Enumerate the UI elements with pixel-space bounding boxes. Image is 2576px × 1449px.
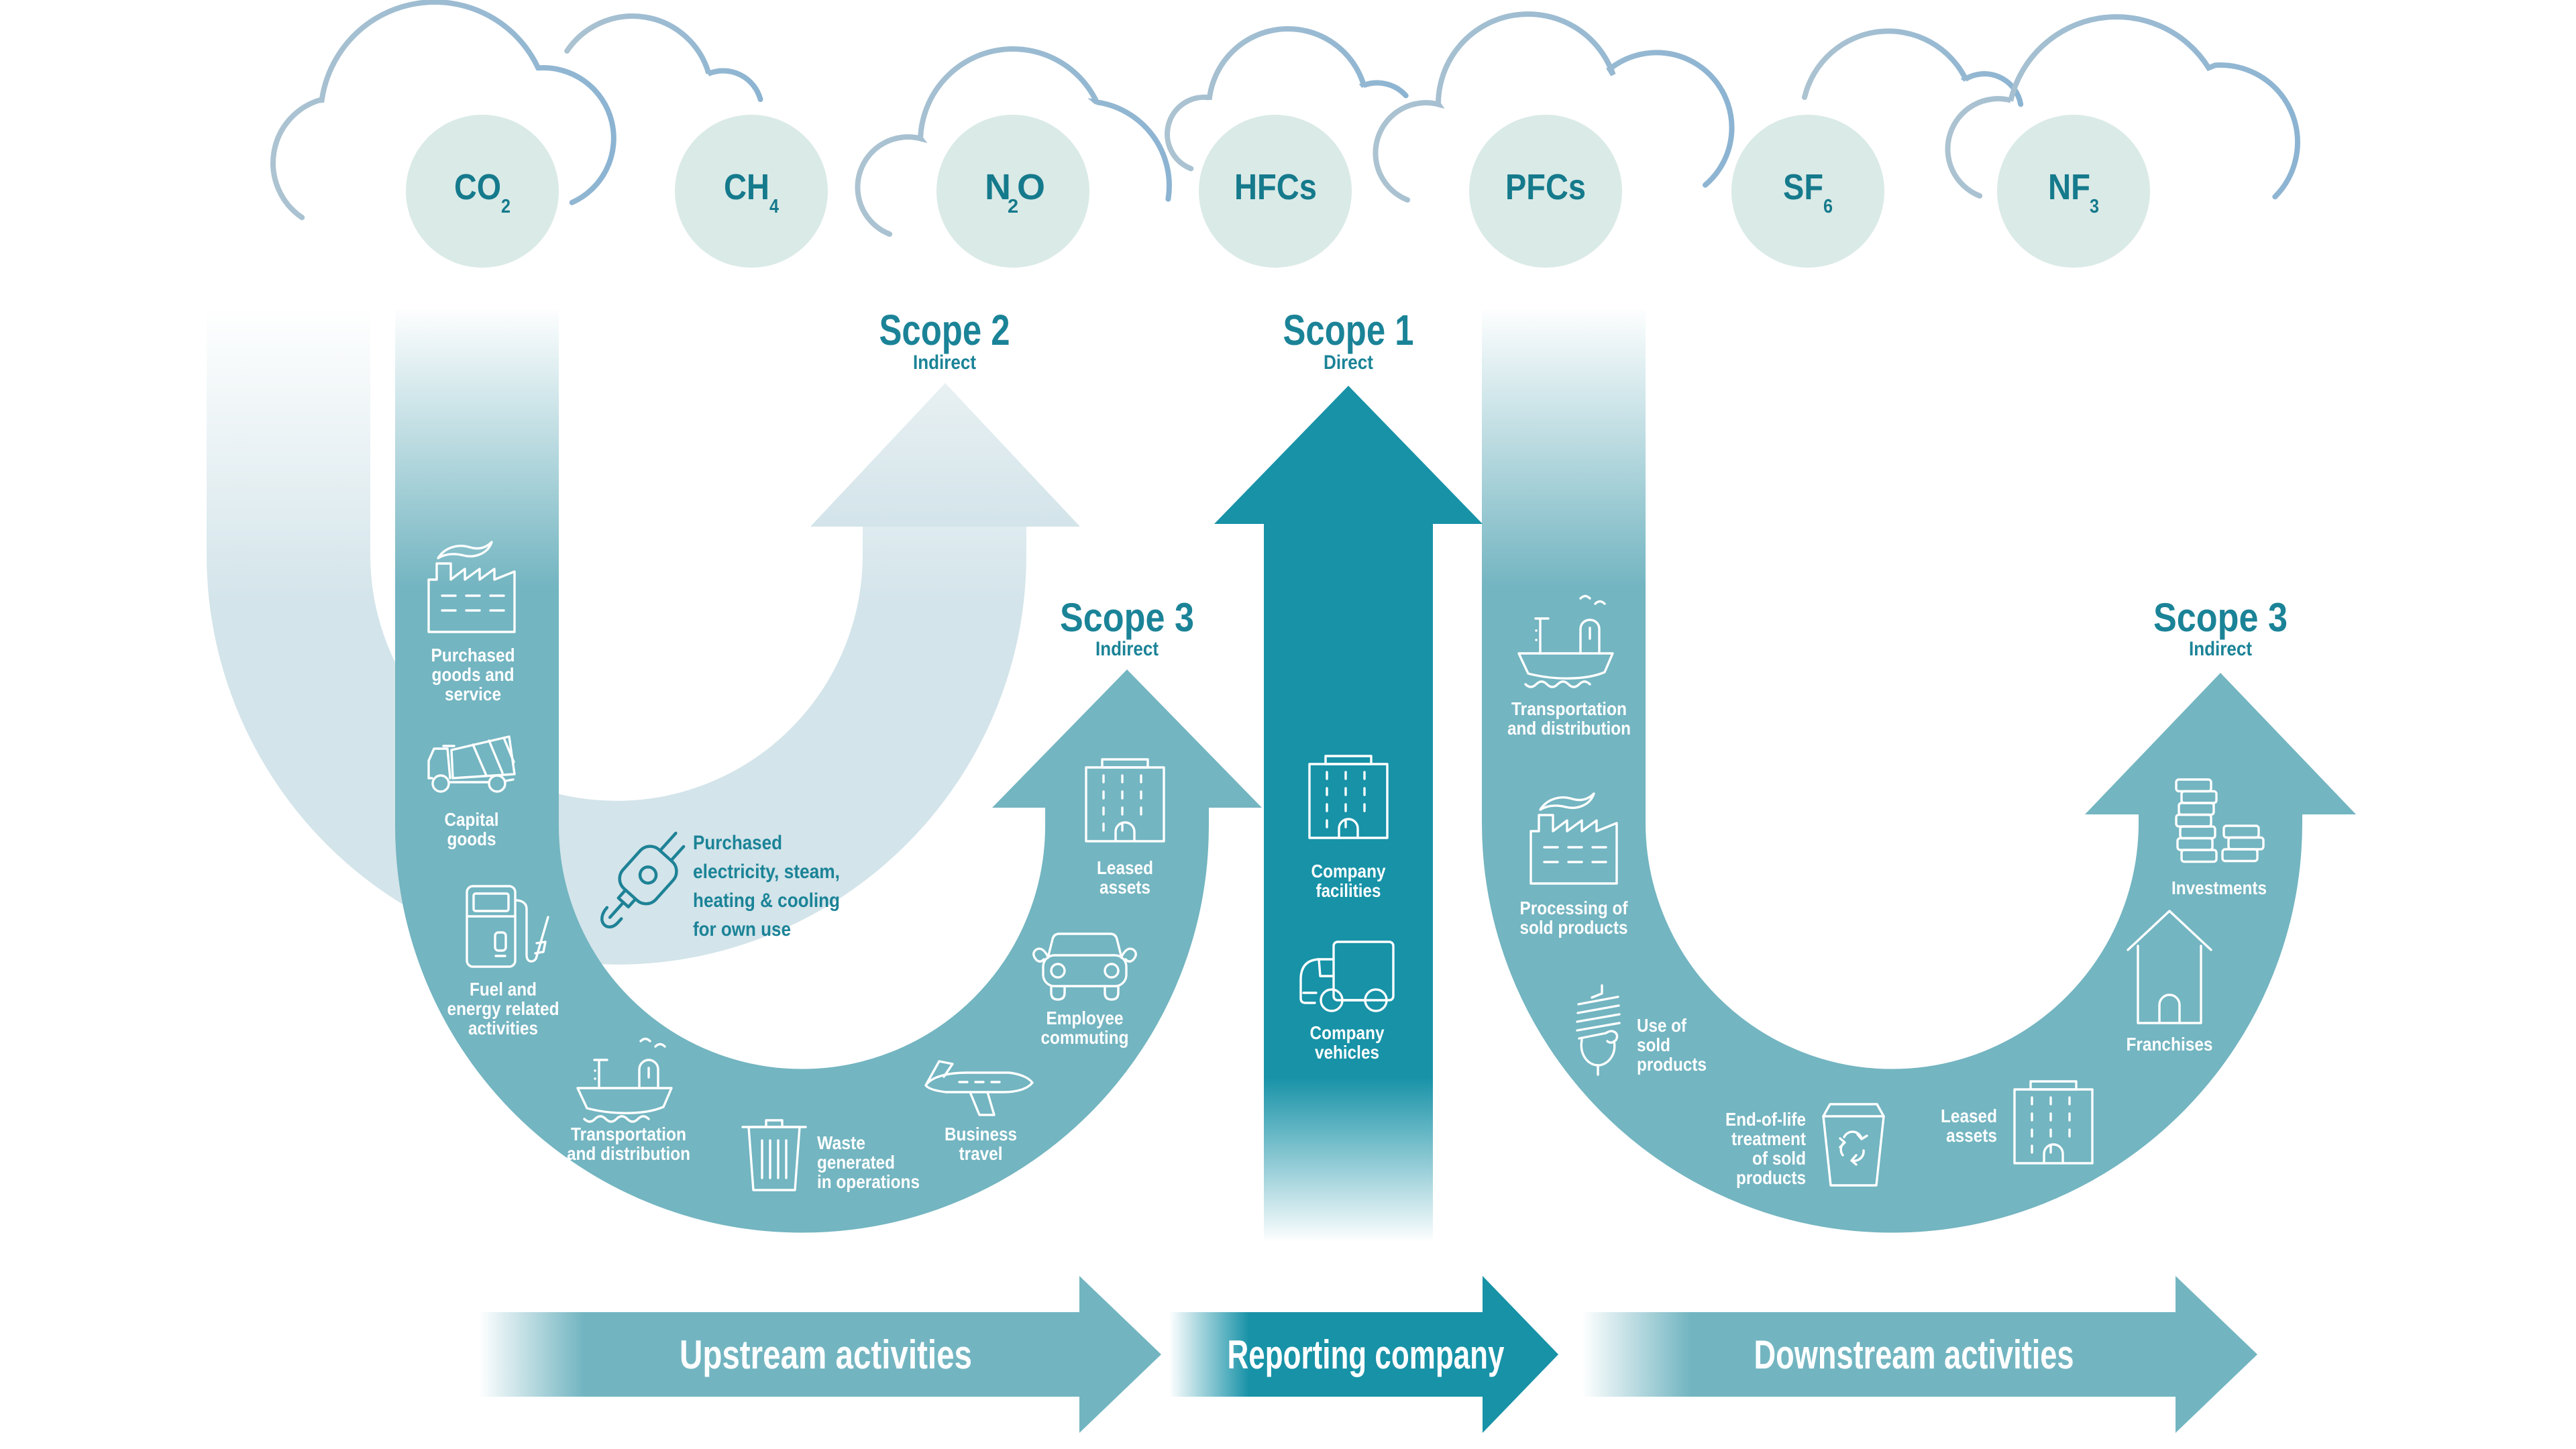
svg-text:End-of-life: End-of-life (1725, 1109, 1806, 1130)
svg-text:Franchises: Franchises (2127, 1034, 2213, 1055)
svg-text:energy related: energy related (447, 998, 559, 1019)
svg-text:Transportation: Transportation (1511, 698, 1627, 719)
svg-text:activities: activities (468, 1018, 538, 1038)
svg-text:Scope 3: Scope 3 (1060, 595, 1194, 640)
svg-text:CO: CO (454, 167, 501, 207)
svg-text:commuting: commuting (1041, 1027, 1129, 1048)
svg-text:facilities: facilities (1316, 880, 1381, 901)
svg-text:and distribution: and distribution (1507, 718, 1631, 739)
svg-text:Upstream activities: Upstream activities (680, 1332, 972, 1377)
svg-text:Downstream activities: Downstream activities (1754, 1332, 2074, 1377)
svg-text:and distribution: and distribution (567, 1143, 690, 1164)
svg-text:generated: generated (817, 1152, 895, 1173)
svg-text:Use of: Use of (1637, 1015, 1687, 1036)
svg-text:4: 4 (769, 196, 779, 217)
svg-text:3: 3 (2090, 196, 2099, 217)
svg-text:service: service (445, 684, 501, 704)
svg-text:in operations: in operations (817, 1171, 920, 1192)
svg-text:Leased: Leased (1097, 857, 1153, 878)
svg-text:2: 2 (501, 196, 511, 217)
svg-text:of sold: of sold (1752, 1148, 1806, 1169)
svg-text:Transportation: Transportation (571, 1124, 686, 1144)
svg-text:travel: travel (959, 1143, 1003, 1164)
svg-text:goods: goods (447, 828, 496, 849)
svg-text:Processing of: Processing of (1520, 898, 1629, 918)
svg-text:Indirect: Indirect (1095, 638, 1159, 660)
svg-text:SF: SF (1783, 167, 1823, 207)
svg-text:Employee: Employee (1046, 1008, 1124, 1028)
svg-text:electricity, steam,: electricity, steam, (693, 861, 840, 883)
svg-text:NF: NF (2048, 167, 2090, 207)
svg-text:N: N (985, 167, 1011, 207)
svg-text:Fuel and: Fuel and (470, 979, 537, 1000)
svg-text:O: O (1017, 167, 1045, 207)
svg-text:treatment: treatment (1731, 1128, 1806, 1149)
svg-text:Capital: Capital (445, 809, 499, 830)
svg-text:HFCs: HFCs (1234, 167, 1317, 207)
svg-text:sold: sold (1637, 1034, 1670, 1055)
svg-text:Investments: Investments (2171, 877, 2267, 898)
svg-text:Leased: Leased (1941, 1106, 1997, 1126)
svg-text:sold products: sold products (1520, 917, 1628, 938)
svg-text:Indirect: Indirect (913, 352, 976, 374)
svg-text:heating & cooling: heating & cooling (693, 890, 840, 912)
svg-text:products: products (1736, 1167, 1806, 1188)
svg-text:PFCs: PFCs (1505, 167, 1586, 207)
svg-text:Reporting company: Reporting company (1228, 1332, 1505, 1377)
svg-text:2: 2 (1008, 196, 1018, 217)
svg-text:goods and: goods and (432, 664, 515, 685)
svg-text:Scope 2: Scope 2 (879, 306, 1010, 354)
svg-text:assets: assets (1099, 877, 1150, 898)
svg-text:Company: Company (1311, 861, 1386, 881)
svg-text:Scope 1: Scope 1 (1283, 306, 1414, 354)
svg-text:CH: CH (724, 167, 769, 207)
svg-text:Business: Business (945, 1124, 1017, 1144)
svg-text:Indirect: Indirect (2189, 638, 2252, 660)
svg-text:Waste: Waste (817, 1132, 865, 1153)
svg-text:assets: assets (1946, 1125, 1997, 1146)
svg-text:6: 6 (1823, 196, 1833, 217)
svg-text:Company: Company (1310, 1022, 1385, 1043)
svg-text:Purchased: Purchased (431, 645, 515, 665)
svg-text:Scope 3: Scope 3 (2153, 595, 2288, 640)
svg-text:Direct: Direct (1324, 352, 1373, 374)
svg-text:products: products (1637, 1054, 1707, 1075)
svg-text:for own use: for own use (693, 918, 791, 941)
svg-text:Purchased: Purchased (693, 832, 782, 854)
svg-text:vehicles: vehicles (1315, 1042, 1379, 1063)
